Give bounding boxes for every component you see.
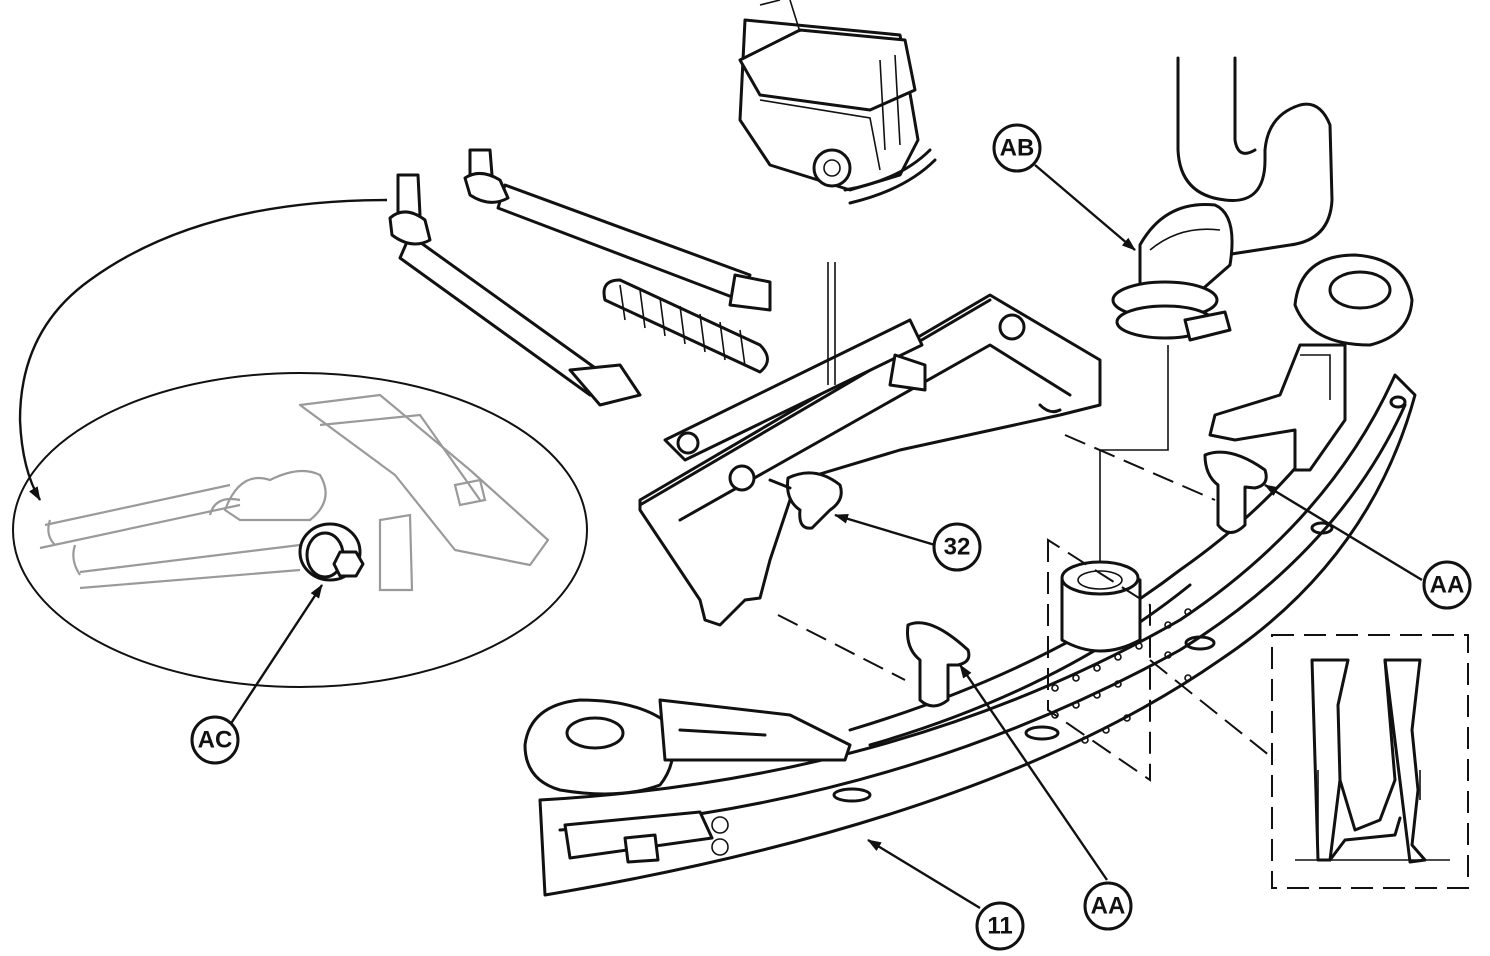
linkage-rods [388,148,772,407]
machine-illustration [738,0,937,205]
callout-aa-bottom-label: AA [1091,893,1126,920]
squeegee-frame [523,253,1417,897]
callout-aa-right-label: AA [1430,572,1465,599]
inset-connector-arrow [18,198,388,501]
callout-32: 32 [932,522,982,572]
assembly-guides [777,434,1469,889]
callout-ab: AB [992,123,1042,173]
detail-inset-ellipse [12,372,588,688]
tension-spring [602,278,769,374]
callout-ac: AC [190,715,240,765]
callout-aa-right: AA [1422,560,1472,610]
callout-32-label: 32 [944,534,971,561]
callout-ab-label: AB [1000,135,1035,162]
callout-11: 11 [975,901,1025,951]
vacuum-hose [1099,56,1334,575]
pipe-section-detail [1295,658,1450,864]
leader-arrows [228,164,1423,910]
callout-aa-bottom: AA [1083,881,1133,931]
callout-ac-label: AC [198,727,233,754]
callout-11-label: 11 [987,913,1012,940]
squeegee-bracket [638,262,1102,627]
